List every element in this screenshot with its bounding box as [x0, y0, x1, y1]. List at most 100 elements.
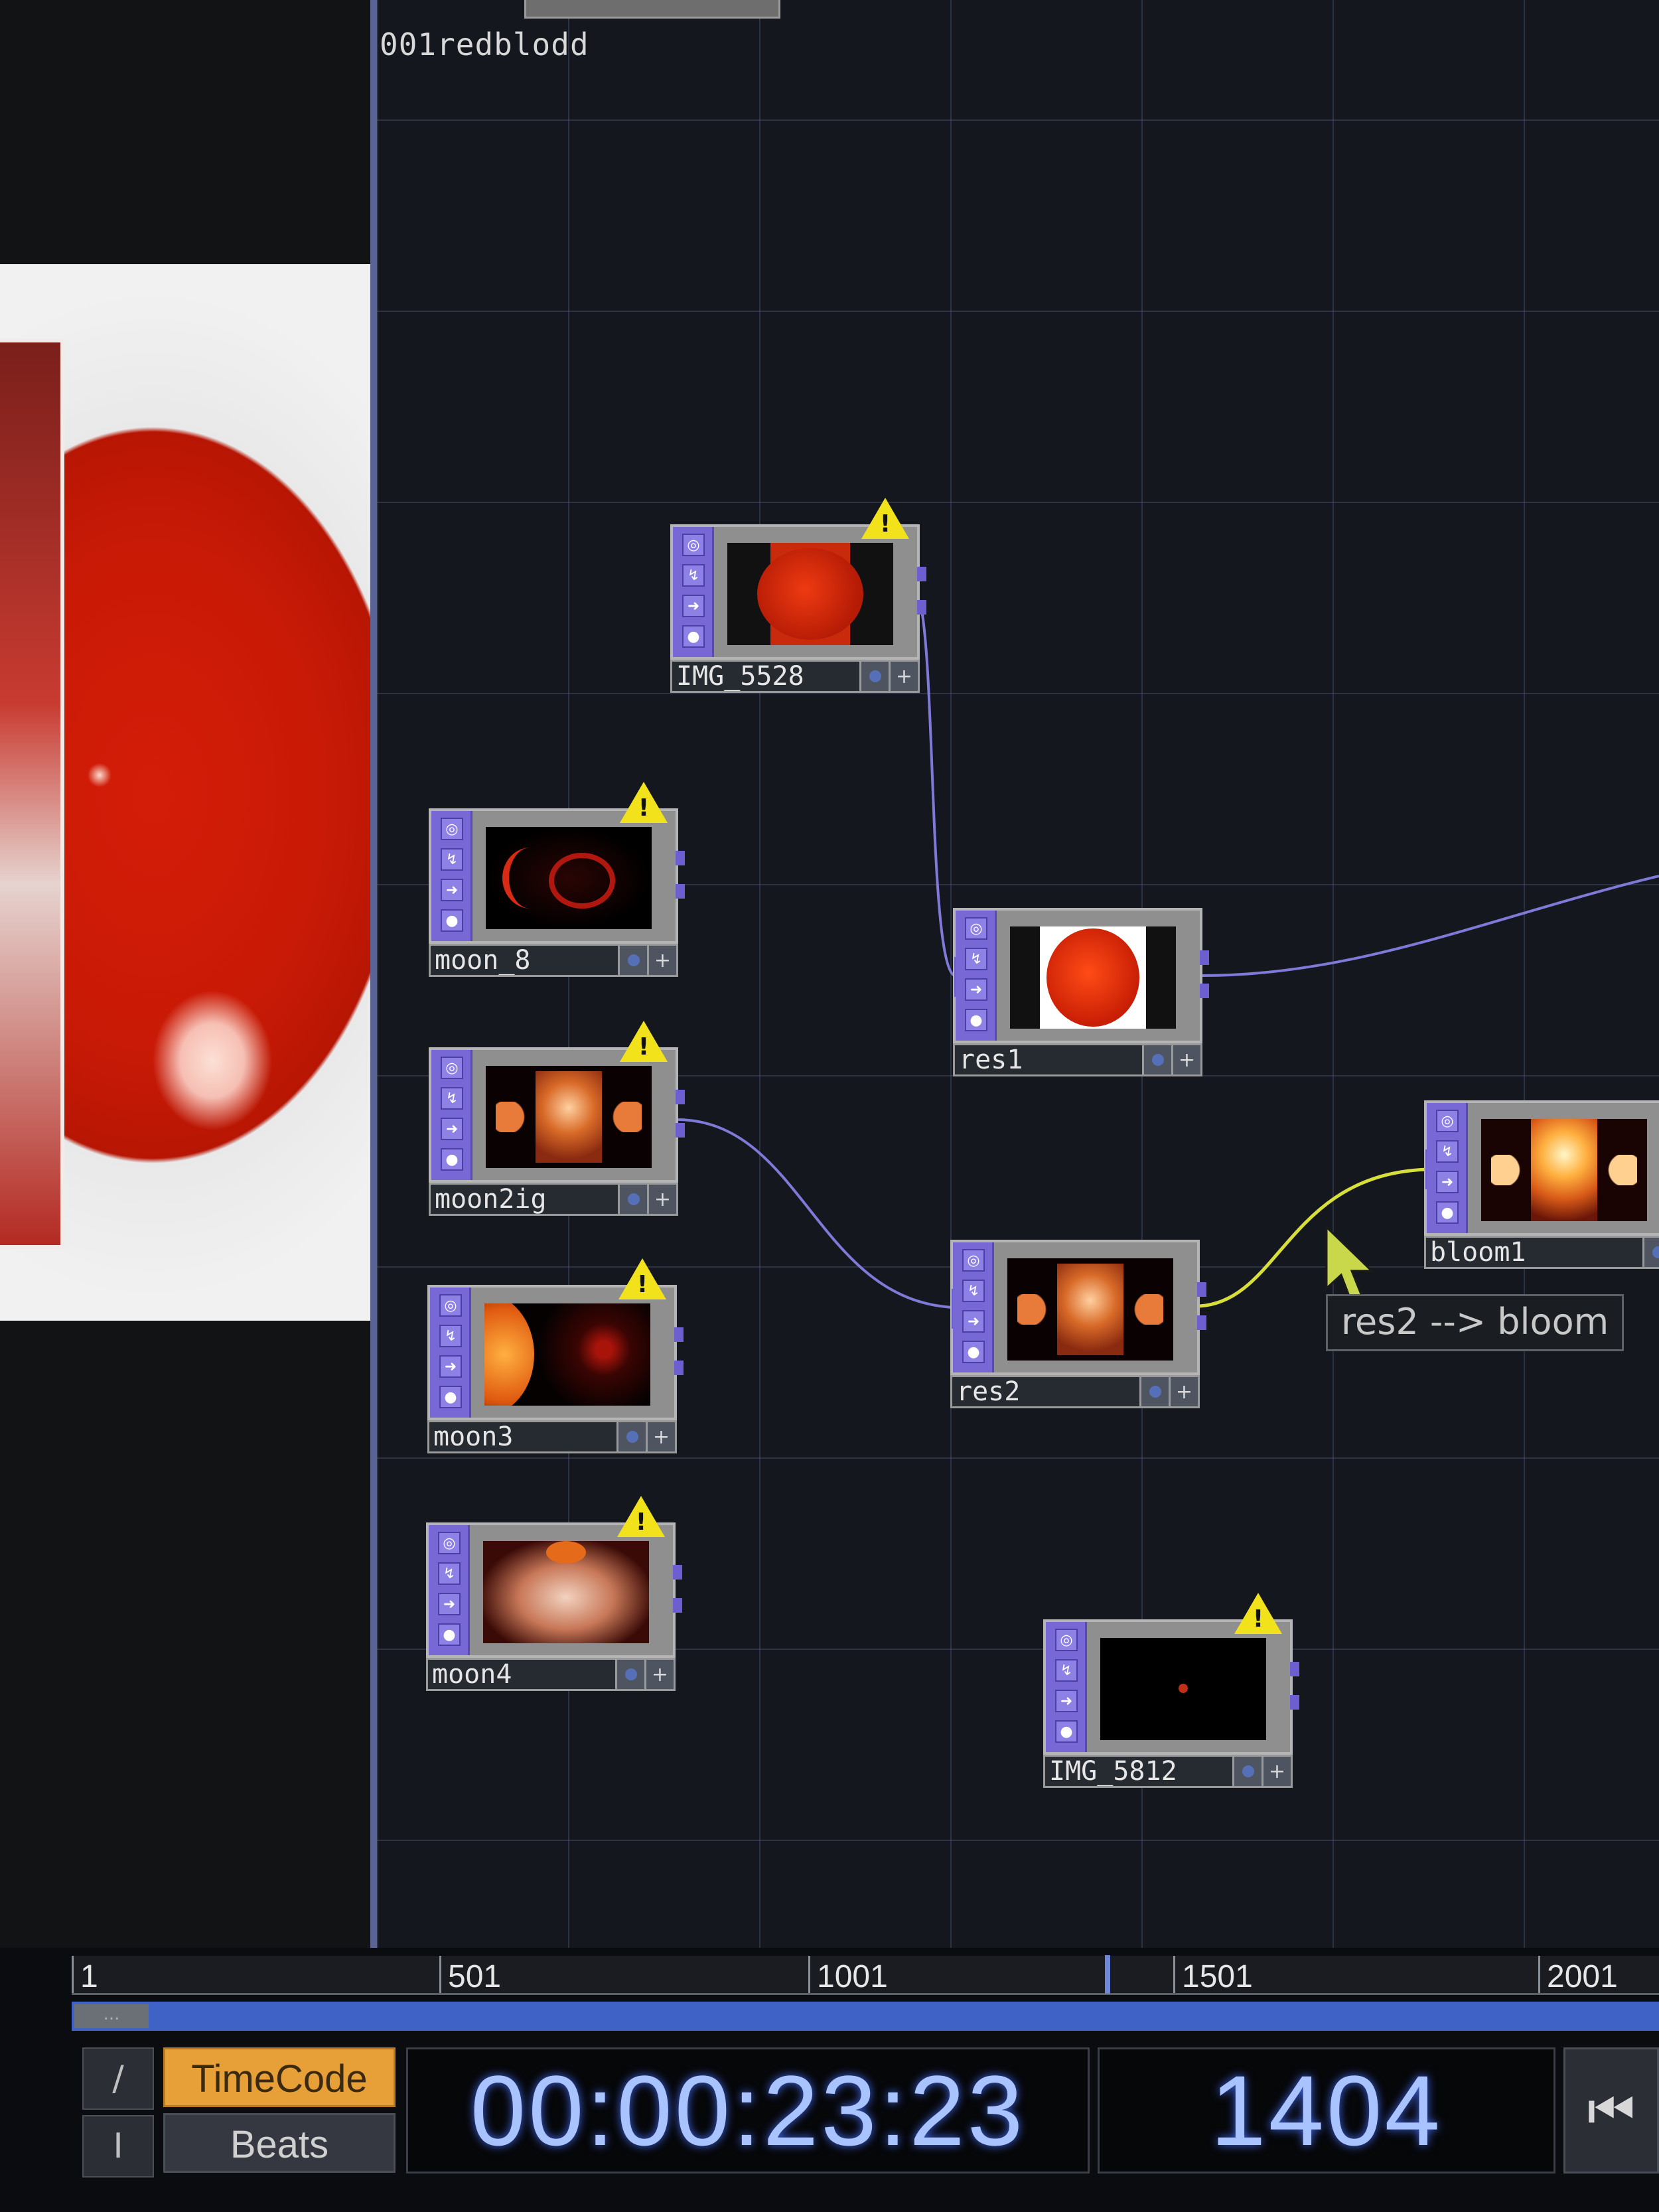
cook-flag-icon[interactable]: ↯	[441, 848, 463, 871]
node-add-icon[interactable]: +	[649, 1183, 678, 1216]
display-flag-icon[interactable]: ➜	[439, 1355, 462, 1378]
node-moon4[interactable]: ◎ ↯ ➜ ● ! moon4 +	[426, 1496, 682, 1691]
timecode-mode-button[interactable]: TimeCode	[163, 2047, 396, 2107]
node-bypass-icon[interactable]	[1144, 1043, 1173, 1076]
cook-flag-icon[interactable]: ↯	[1436, 1140, 1459, 1163]
node-outlet[interactable]	[673, 1598, 682, 1613]
node-moon3[interactable]: ◎ ↯ ➜ ● ! moon3 +	[427, 1258, 684, 1453]
node-outlet[interactable]	[1200, 950, 1209, 965]
warning-icon[interactable]	[861, 498, 909, 539]
node-bypass-icon[interactable]	[1234, 1755, 1263, 1788]
node-bypass-icon[interactable]	[1141, 1375, 1171, 1408]
node-outlet[interactable]	[1200, 984, 1209, 998]
viewer-flag-icon[interactable]: ◎	[1436, 1110, 1459, 1132]
node-outlet[interactable]	[676, 851, 685, 865]
cook-flag-icon[interactable]: ↯	[441, 1087, 463, 1110]
lock-flag-icon[interactable]: ●	[962, 1341, 985, 1363]
node-add-icon[interactable]: +	[1171, 1375, 1200, 1408]
node-add-icon[interactable]: +	[648, 1420, 677, 1453]
display-flag-icon[interactable]: ➜	[438, 1593, 461, 1615]
warning-icon[interactable]	[620, 1021, 668, 1062]
node-name[interactable]: moon2ig	[429, 1183, 620, 1216]
viewer-flag-icon[interactable]: ◎	[438, 1532, 461, 1554]
viewer-flag-icon[interactable]: ◎	[441, 1057, 463, 1079]
timecode-display[interactable]: 00:00:23:23	[406, 2047, 1090, 2174]
lock-flag-icon[interactable]: ●	[441, 1148, 463, 1171]
display-flag-icon[interactable]: ➜	[441, 879, 463, 901]
node-bypass-icon[interactable]	[620, 944, 649, 977]
display-flag-icon[interactable]: ➜	[682, 595, 705, 617]
beats-mode-button[interactable]: Beats	[163, 2113, 396, 2173]
display-flag-icon[interactable]: ➜	[1055, 1690, 1078, 1712]
slash-button[interactable]: /	[82, 2047, 154, 2110]
node-img-5528[interactable]: ◎ ↯ ➜ ● ! IMG_5528 +	[670, 498, 926, 693]
node-add-icon[interactable]: +	[1173, 1043, 1202, 1076]
node-bypass-icon[interactable]	[618, 1420, 648, 1453]
node-name[interactable]: moon4	[426, 1658, 617, 1691]
pane-divider[interactable]	[370, 0, 377, 1948]
cook-flag-icon[interactable]: ↯	[438, 1562, 461, 1585]
node-res2[interactable]: ◎ ↯ ➜ ● res2 +	[950, 1240, 1206, 1408]
lock-flag-icon[interactable]: ●	[438, 1623, 461, 1646]
display-flag-icon[interactable]: ➜	[441, 1118, 463, 1140]
node-outlet[interactable]	[1197, 1282, 1206, 1297]
node-name[interactable]: moon3	[427, 1420, 618, 1453]
node-bloom1[interactable]: ◎ ↯ ➜ ● bloom1	[1424, 1100, 1659, 1269]
node-add-icon[interactable]: +	[649, 944, 678, 977]
node-outlet[interactable]	[674, 1327, 684, 1342]
warning-icon[interactable]	[1234, 1593, 1282, 1634]
display-flag-icon[interactable]: ➜	[965, 978, 987, 1001]
node-img-5812[interactable]: ◎ ↯ ➜ ● ! IMG_5812 +	[1043, 1593, 1299, 1788]
cook-flag-icon[interactable]: ↯	[682, 564, 705, 587]
lock-flag-icon[interactable]: ●	[439, 1386, 462, 1408]
node-outlet[interactable]	[676, 1090, 685, 1104]
node-outlet[interactable]	[917, 600, 926, 615]
cook-flag-icon[interactable]: ↯	[965, 948, 987, 970]
lock-flag-icon[interactable]: ●	[1055, 1720, 1078, 1743]
i-button[interactable]: I	[82, 2115, 154, 2177]
lock-flag-icon[interactable]: ●	[1436, 1201, 1459, 1224]
node-moon-8[interactable]: ◎ ↯ ➜ ● ! moon_8 +	[429, 782, 685, 977]
node-add-icon[interactable]: +	[1263, 1755, 1293, 1788]
playhead-marker[interactable]	[1105, 1955, 1110, 1994]
node-bypass-icon[interactable]	[617, 1658, 646, 1691]
node-outlet[interactable]	[673, 1565, 682, 1580]
lock-flag-icon[interactable]: ●	[441, 909, 463, 932]
node-img-5531-partial[interactable]	[524, 0, 780, 19]
node-add-icon[interactable]: +	[646, 1658, 676, 1691]
node-bypass-icon[interactable]	[1644, 1236, 1659, 1269]
node-res1[interactable]: ◎ ↯ ➜ ● res1 +	[953, 908, 1209, 1076]
node-outlet[interactable]	[676, 884, 685, 899]
node-outlet[interactable]	[674, 1361, 684, 1375]
node-add-icon[interactable]: +	[891, 660, 920, 693]
display-flag-icon[interactable]: ➜	[1436, 1171, 1459, 1193]
node-outlet[interactable]	[1290, 1695, 1299, 1710]
viewer-flag-icon[interactable]: ◎	[965, 917, 987, 940]
node-bypass-icon[interactable]	[861, 660, 891, 693]
range-start-handle[interactable]: ...	[74, 2004, 149, 2028]
viewer-flag-icon[interactable]: ◎	[682, 534, 705, 556]
warning-icon[interactable]	[620, 782, 668, 823]
node-name[interactable]: bloom1	[1424, 1236, 1644, 1269]
node-name[interactable]: IMG_5528	[670, 660, 861, 693]
node-outlet[interactable]	[917, 567, 926, 581]
viewer-flag-icon[interactable]: ◎	[439, 1294, 462, 1317]
display-flag-icon[interactable]: ➜	[962, 1310, 985, 1333]
timeline-ruler[interactable]: 1 501 1001 1501 2001	[72, 1956, 1659, 1995]
warning-icon[interactable]	[617, 1496, 665, 1537]
viewer-flag-icon[interactable]: ◎	[441, 818, 463, 840]
cook-flag-icon[interactable]: ↯	[1055, 1659, 1078, 1682]
node-name[interactable]: res1	[953, 1043, 1144, 1076]
node-name[interactable]: res2	[950, 1375, 1141, 1408]
node-outlet[interactable]	[1290, 1662, 1299, 1676]
lock-flag-icon[interactable]: ●	[682, 625, 705, 648]
viewer-flag-icon[interactable]: ◎	[962, 1249, 985, 1272]
node-outlet[interactable]	[676, 1123, 685, 1138]
node-moon2ig[interactable]: ◎ ↯ ➜ ● ! moon2ig +	[429, 1021, 685, 1216]
lock-flag-icon[interactable]: ●	[965, 1009, 987, 1031]
viewer-flag-icon[interactable]: ◎	[1055, 1629, 1078, 1651]
node-bypass-icon[interactable]	[620, 1183, 649, 1216]
node-name[interactable]: IMG_5812	[1043, 1755, 1234, 1788]
node-name[interactable]: moon_8	[429, 944, 620, 977]
warning-icon[interactable]	[618, 1258, 666, 1299]
